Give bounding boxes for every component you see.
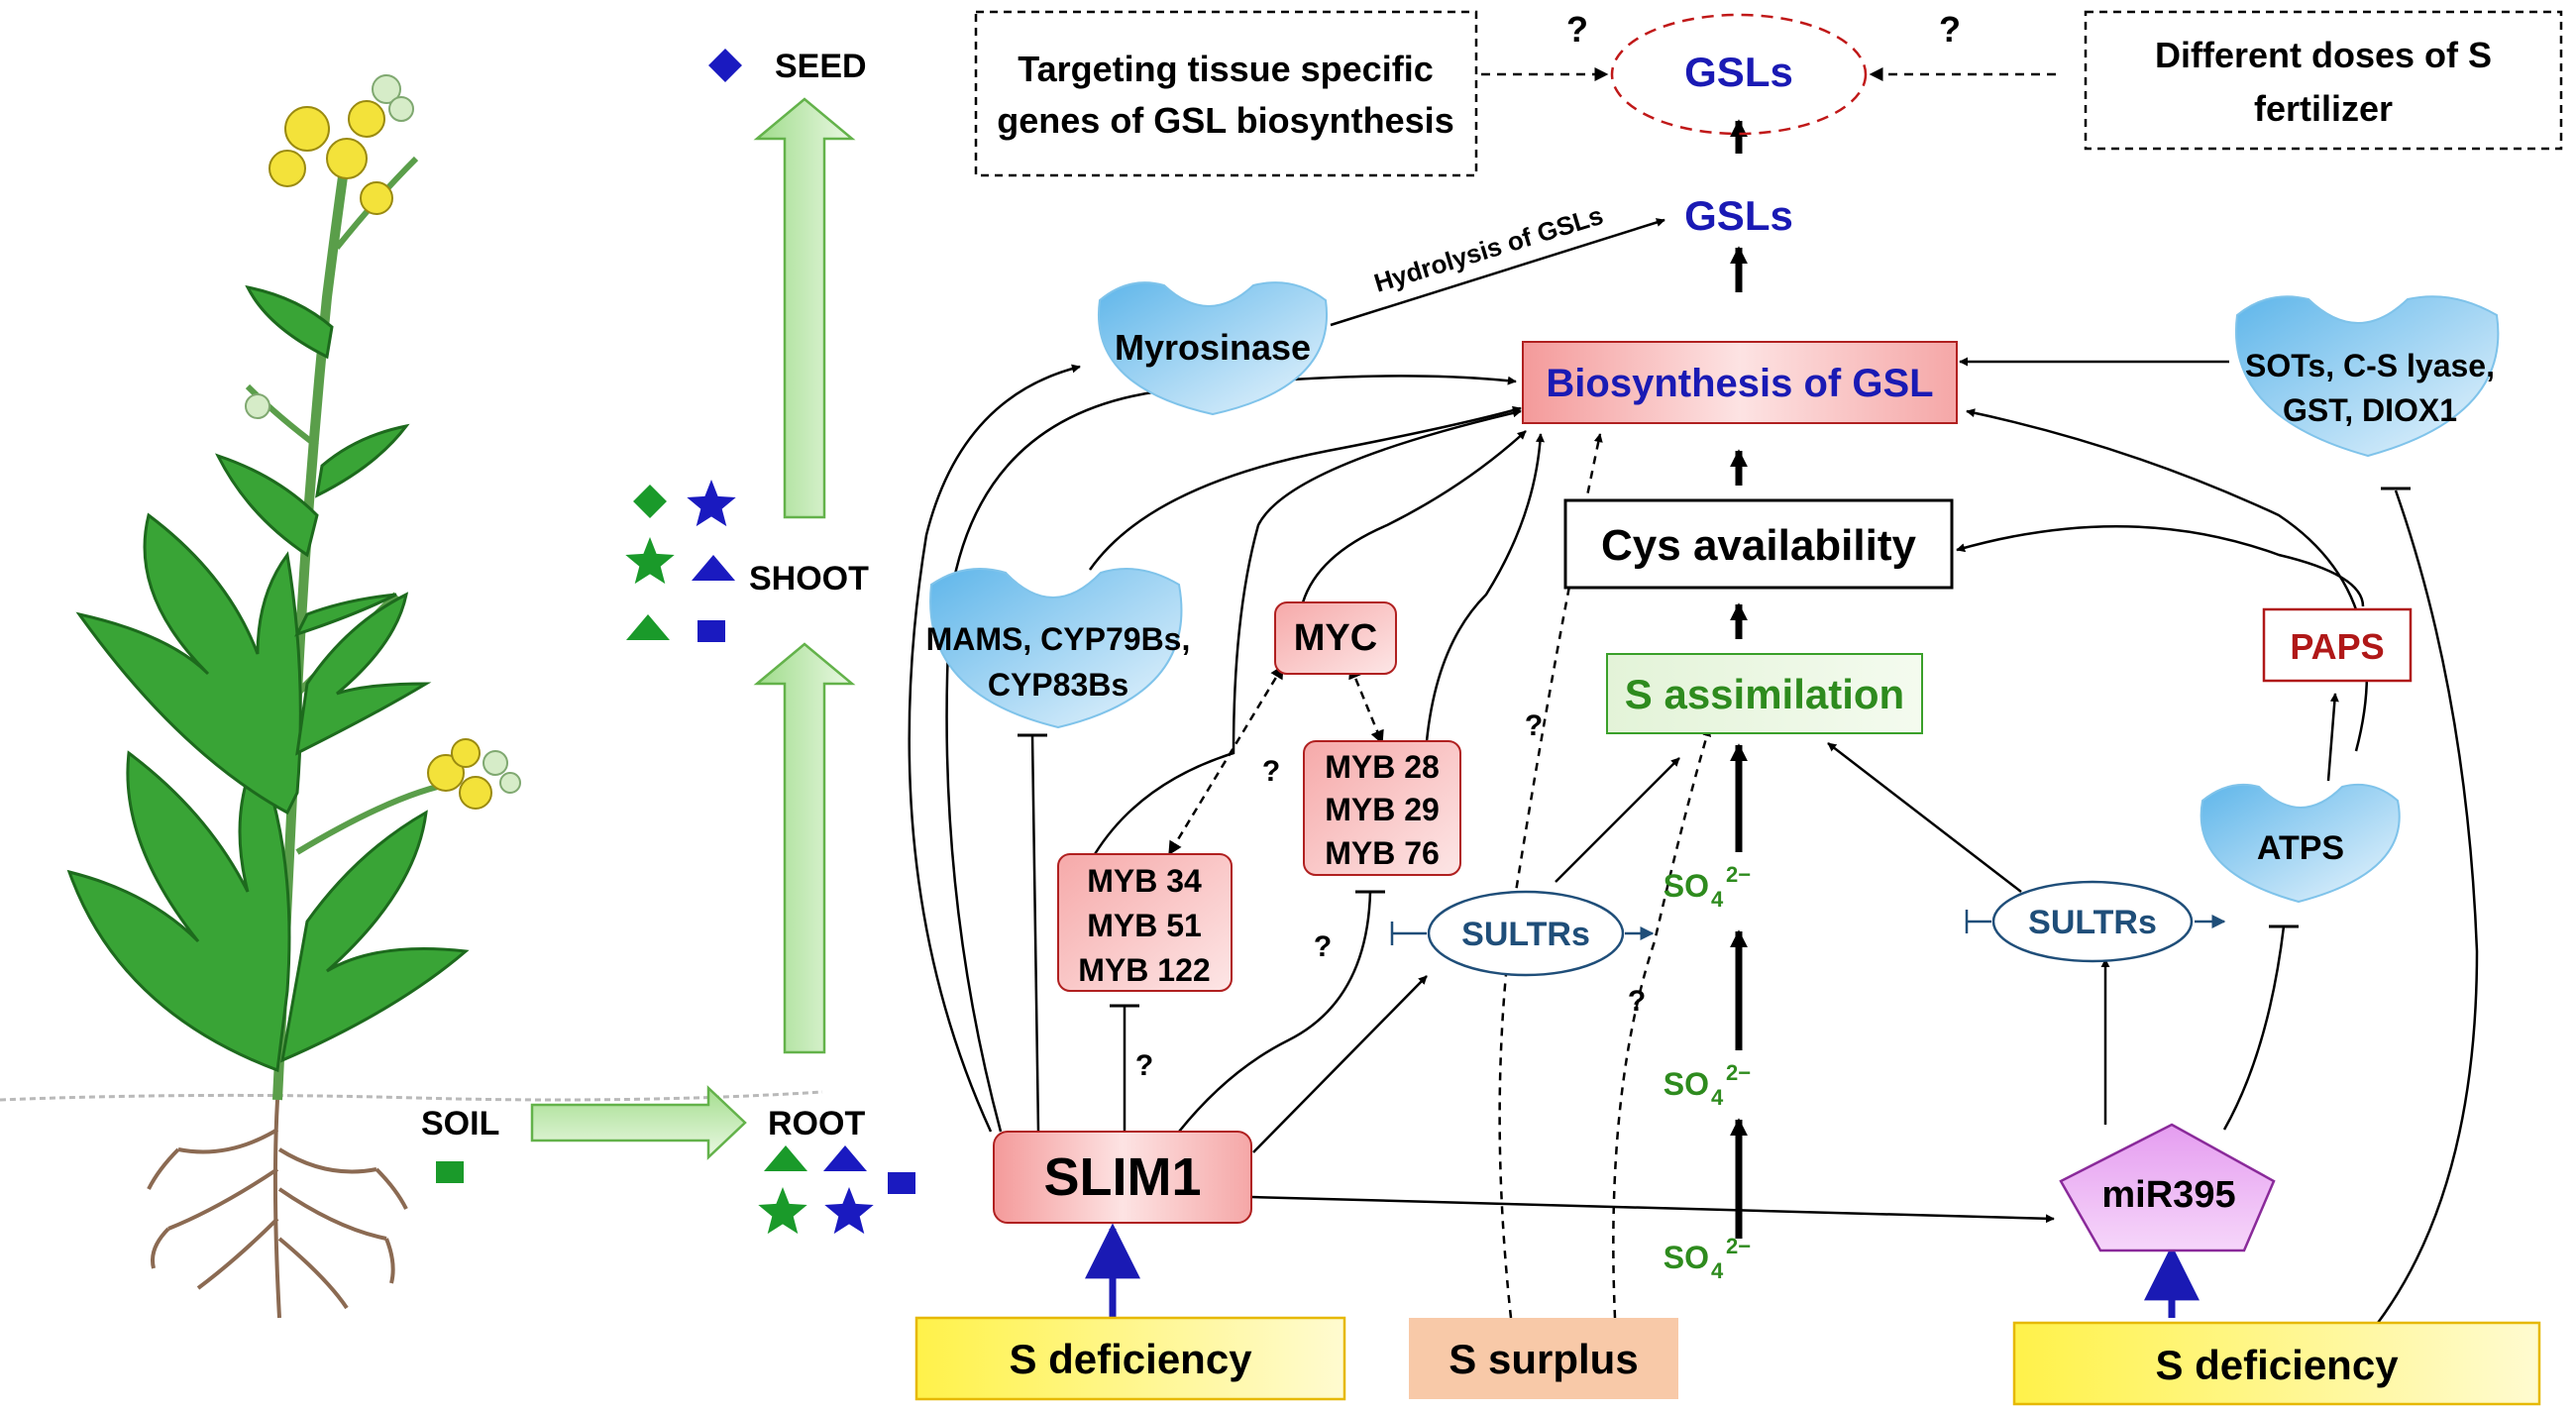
svg-text:?: ?	[1628, 985, 1646, 1018]
svg-text:SULTRs: SULTRs	[2028, 904, 2157, 941]
doses-box: Different doses of S fertilizer	[2084, 10, 2563, 151]
svg-text:MYB 28: MYB 28	[1325, 749, 1440, 785]
question-marks: ? ? ? ? ?	[1135, 709, 1646, 1082]
svg-text:SO: SO	[1664, 868, 1709, 904]
sultrs-left: SULTRs	[1427, 890, 1625, 977]
root-label: ROOT	[768, 1105, 865, 1142]
svg-text:S surplus: S surplus	[1449, 1336, 1638, 1382]
svg-text:4: 4	[1711, 1085, 1724, 1110]
svg-text:2−: 2−	[1726, 1060, 1751, 1085]
sulfate-label: SO 4 2−	[1664, 862, 1751, 912]
sulfate-label: SO 4 2−	[1664, 1060, 1751, 1110]
star-green-icon	[625, 537, 675, 585]
star-blue-icon	[824, 1187, 874, 1235]
square-green-icon	[436, 1161, 464, 1183]
soil-label: SOIL	[421, 1105, 499, 1142]
svg-text:SULTRs: SULTRs	[1461, 916, 1590, 953]
square-blue-icon	[888, 1172, 915, 1194]
svg-text:MYB 76: MYB 76	[1325, 835, 1440, 871]
cys-box: Cys availability	[1563, 498, 1954, 590]
svg-text:?: ?	[1135, 1049, 1153, 1082]
svg-text:SO: SO	[1664, 1066, 1709, 1102]
svg-text:MAMS, CYP79Bs,: MAMS, CYP79Bs,	[926, 621, 1191, 657]
transport-column: SEED SHOOT SOIL ROOT	[421, 48, 915, 1235]
svg-text:MYB 122: MYB 122	[1078, 952, 1210, 988]
sultrs-right: SULTRs	[1991, 880, 2194, 963]
svg-text:S assimilation: S assimilation	[1625, 671, 1904, 717]
svg-text:?: ?	[1525, 709, 1543, 742]
svg-text:MYB 51: MYB 51	[1087, 908, 1202, 943]
arrow-root-to-shoot	[753, 642, 856, 1054]
s-deficiency-left-box: S deficiency	[914, 1316, 1346, 1401]
targeting-box: Targeting tissue specific genes of GSL b…	[974, 10, 1478, 177]
myb-34-51-122-box: MYB 34 MYB 51 MYB 122	[1057, 853, 1233, 992]
myb-28-29-76-box: MYB 28 MYB 29 MYB 76	[1303, 740, 1461, 876]
roots	[147, 1099, 408, 1319]
connectors	[908, 67, 2479, 1324]
myrosinase-enzyme	[1098, 281, 1328, 416]
diamond-green-icon	[633, 485, 667, 518]
sulfate-label: SO 4 2−	[1664, 1234, 1751, 1283]
svg-text:Myrosinase: Myrosinase	[1115, 327, 1311, 368]
atps-enzyme	[2200, 783, 2401, 904]
svg-text:Targeting tissue specific: Targeting tissue specific	[1018, 49, 1433, 89]
square-blue-icon	[698, 620, 725, 642]
plant-illustration	[0, 74, 823, 1319]
triangle-blue-icon	[692, 555, 735, 581]
svg-text:S deficiency: S deficiency	[2155, 1342, 2399, 1388]
arrow-shoot-to-seed	[753, 97, 856, 519]
star-blue-icon	[687, 480, 736, 527]
svg-text:MYB 29: MYB 29	[1325, 792, 1440, 827]
myc-box: MYC	[1274, 601, 1397, 675]
svg-text:Biosynthesis of GSL: Biosynthesis of GSL	[1546, 362, 1933, 405]
gsls-target-ellipse	[1610, 13, 1868, 136]
question-mark: ?	[1566, 9, 1588, 50]
svg-text:4: 4	[1711, 887, 1724, 912]
mir395-box: miR395	[2059, 1123, 2276, 1252]
soil-line	[0, 1090, 823, 1102]
svg-text:miR395: miR395	[2101, 1174, 2235, 1216]
svg-text:PAPS: PAPS	[2290, 626, 2384, 667]
mams-enzyme	[929, 568, 1183, 729]
flowers	[268, 100, 492, 810]
svg-text:Cys availability: Cys availability	[1601, 521, 1916, 570]
svg-text:SLIM1: SLIM1	[1043, 1147, 1201, 1207]
svg-text:MYC: MYC	[1294, 617, 1377, 659]
gsls-top: GSLs	[1684, 49, 1793, 95]
svg-text:ATPS: ATPS	[2257, 829, 2344, 867]
svg-text:2−: 2−	[1726, 1234, 1751, 1258]
svg-text:CYP83Bs: CYP83Bs	[988, 667, 1128, 703]
svg-text:genes of GSL biosynthesis: genes of GSL biosynthesis	[997, 100, 1453, 141]
svg-text:2−: 2−	[1726, 862, 1751, 887]
gsls-mid: GSLs	[1684, 192, 1793, 239]
question-mark: ?	[1939, 9, 1961, 50]
triangle-blue-icon	[823, 1145, 867, 1171]
svg-text:fertilizer: fertilizer	[2254, 88, 2393, 129]
triangle-green-icon	[764, 1145, 807, 1171]
triangle-green-icon	[626, 614, 670, 640]
shoot-label: SHOOT	[749, 560, 869, 598]
svg-text:?: ?	[1314, 930, 1332, 963]
biosynthesis-box: Biosynthesis of GSL	[1522, 341, 1958, 424]
svg-text:GST, DIOX1: GST, DIOX1	[2283, 392, 2457, 428]
diamond-blue-icon	[708, 49, 742, 82]
svg-text:SOTs, C-S lyase,: SOTs, C-S lyase,	[2245, 348, 2495, 383]
star-green-icon	[758, 1187, 807, 1235]
sots-enzyme	[2234, 295, 2500, 458]
svg-text:MYB 34: MYB 34	[1087, 863, 1202, 899]
svg-text:SO: SO	[1664, 1240, 1709, 1275]
seed-label: SEED	[775, 48, 867, 85]
paps-box: PAPS	[2262, 607, 2413, 683]
svg-text:Different doses of S: Different doses of S	[2155, 35, 2492, 75]
leaves	[66, 284, 470, 1073]
s-assimilation-box: S assimilation	[1606, 653, 1923, 734]
svg-text:S deficiency: S deficiency	[1009, 1336, 1252, 1382]
svg-text:4: 4	[1711, 1258, 1724, 1283]
s-surplus-box: S surplus	[1409, 1318, 1678, 1399]
slim1-box: SLIM1	[993, 1131, 1252, 1224]
arrow-soil-to-root	[530, 1085, 747, 1160]
svg-text:?: ?	[1262, 755, 1280, 788]
s-deficiency-right-box: S deficiency	[2012, 1321, 2541, 1406]
